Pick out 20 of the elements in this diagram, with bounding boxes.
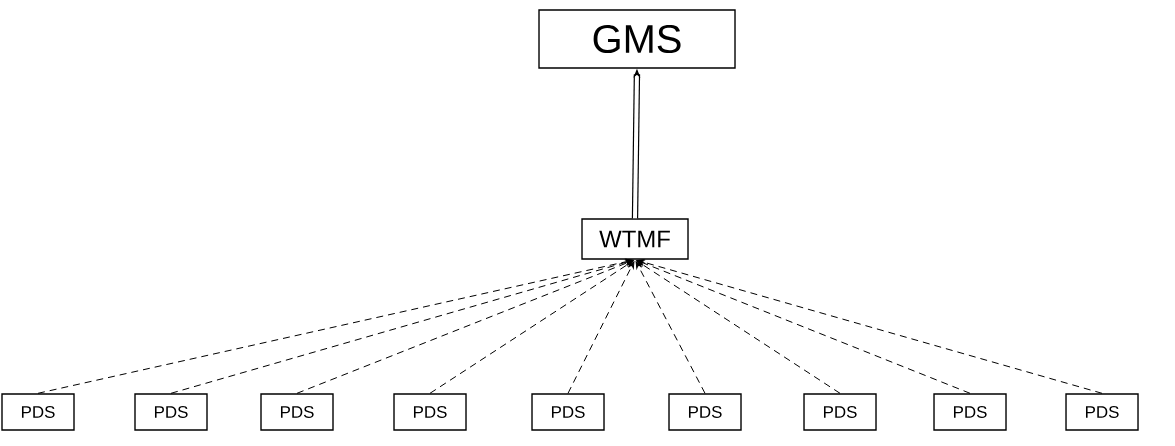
station-box: PDS: [933, 393, 1007, 431]
arrow: [636, 260, 841, 394]
arrow: [170, 259, 634, 394]
station-box: PDS: [531, 393, 605, 431]
arrow: [296, 260, 634, 394]
arrow: [636, 260, 971, 394]
station-box: PDS: [260, 393, 334, 431]
arrow: [37, 258, 634, 394]
station-box: PDS: [668, 393, 742, 431]
station-box: PDS: [1065, 393, 1139, 431]
arrow: [635, 261, 706, 394]
system-box: GMS: [538, 9, 736, 69]
station-box: PDS: [803, 393, 877, 431]
hub-box: WTMF: [581, 218, 689, 260]
station-box: PDS: [1, 393, 75, 431]
station-box: PDS: [393, 393, 467, 431]
station-box: PDS: [134, 393, 208, 431]
arrow: [636, 259, 1103, 394]
arrow: [567, 261, 635, 394]
arrow: [429, 260, 634, 394]
